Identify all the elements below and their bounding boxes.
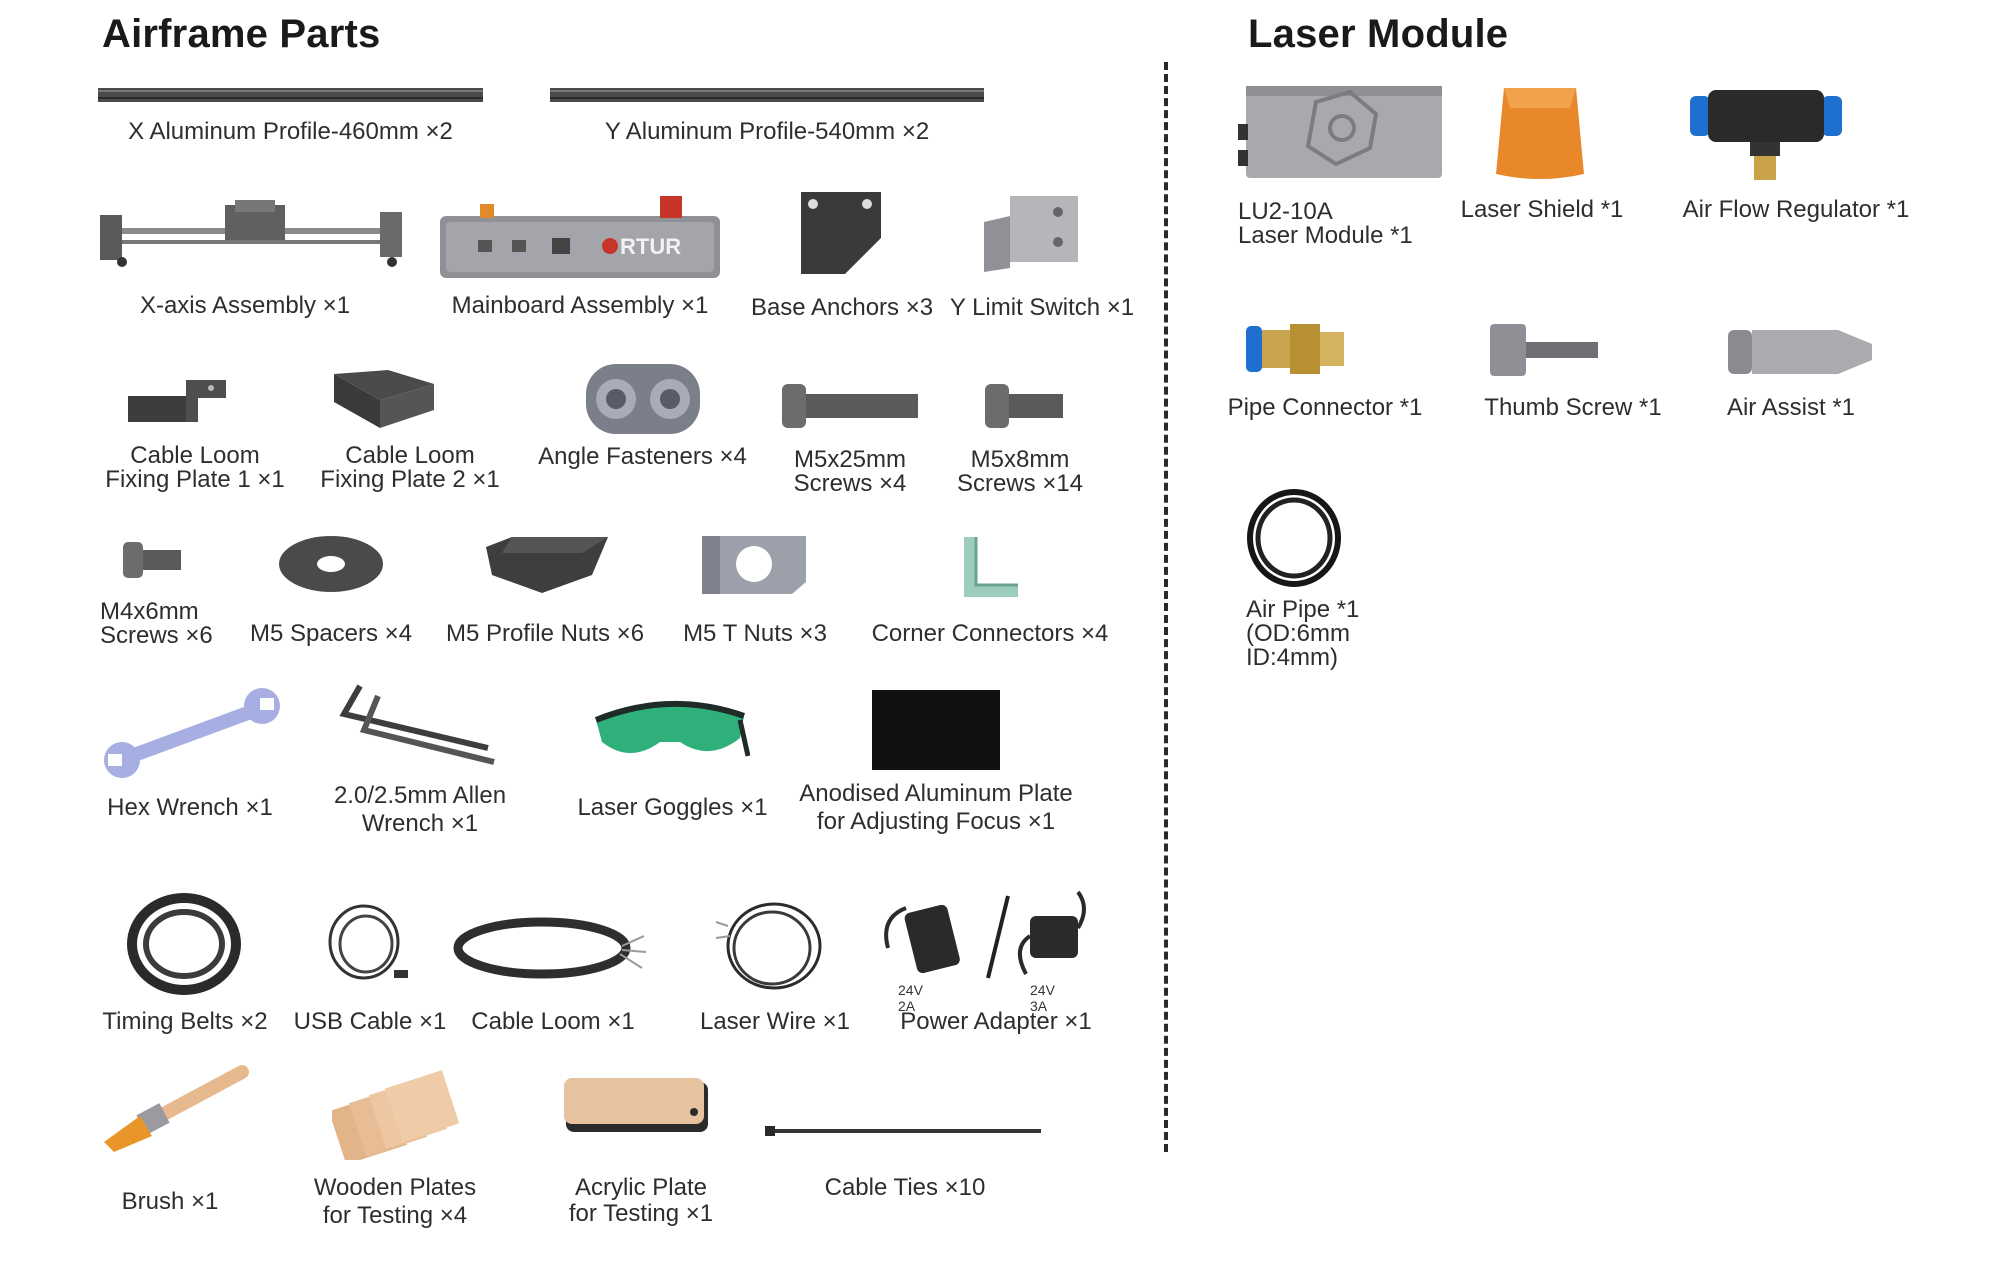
pipe-connector-image <box>1246 324 1344 374</box>
air-flow-regulator-image <box>1690 90 1842 180</box>
mainboard-image: RTUR <box>440 196 720 278</box>
usb-cable-label: USB Cable ×1 <box>293 1008 447 1035</box>
m5-profile-nut-image <box>486 537 608 593</box>
corner-connector-image <box>964 537 1018 597</box>
base-anchors-label: Base Anchors ×3 <box>750 294 934 321</box>
cable-loom-label: Cable Loom ×1 <box>471 1008 635 1035</box>
y-profile-label: Y Aluminum Profile-540mm ×2 <box>604 118 930 145</box>
laser-goggles-image <box>594 700 750 757</box>
cable-tie-image <box>765 1126 1041 1136</box>
mainboard-brand: RTUR <box>620 234 681 259</box>
plate-2-label-line2: Fixing Plate 2 ×1 <box>320 466 500 493</box>
acrylic-plate-image <box>564 1078 708 1132</box>
y-limit-switch-image <box>984 196 1078 272</box>
laser-module-label-line1: LU2-10A <box>1238 198 1333 225</box>
cable-loom-plate-2-image <box>334 370 434 428</box>
base-anchor-image <box>801 192 881 274</box>
pipe-connector-label: Pipe Connector *1 <box>1227 394 1423 421</box>
laser-wire-image <box>715 902 822 990</box>
air-flow-regulator-label: Air Flow Regulator *1 <box>1682 196 1910 223</box>
m5x8-label-line2: Screws ×14 <box>956 470 1084 497</box>
air-assist-image <box>1728 330 1872 374</box>
power-adapter-label: Power Adapter ×1 <box>900 1008 1092 1035</box>
acrylic-plate-label-line2: for Testing ×1 <box>568 1200 714 1227</box>
adapter-24v3a-label: 24V 3A <box>1030 982 1055 1014</box>
m5x25-screw-image <box>782 384 918 428</box>
cable-ties-label: Cable Ties ×10 <box>824 1174 986 1201</box>
m5x8-label-line1: M5x8mm <box>970 446 1070 473</box>
allen-wrench-image <box>339 684 495 765</box>
cable-loom-plate-1-image <box>128 380 226 422</box>
laser-goggles-label: Laser Goggles ×1 <box>577 794 768 821</box>
anodised-plate-label-line1: Anodised Aluminum Plate <box>799 780 1073 807</box>
m5-profile-nuts-label: M5 Profile Nuts ×6 <box>445 620 645 647</box>
m5-spacers-label: M5 Spacers ×4 <box>249 620 413 647</box>
cable-loom-image <box>453 917 647 979</box>
laser-shield-label: Laser Shield *1 <box>1460 196 1624 223</box>
power-adapter-image <box>884 890 1086 979</box>
wooden-plates-label-line2: for Testing ×4 <box>322 1202 468 1229</box>
wooden-plates-image <box>332 1070 460 1160</box>
allen-wrench-label-line1: 2.0/2.5mm Allen <box>333 782 507 809</box>
m5-t-nuts-label: M5 T Nuts ×3 <box>683 620 827 647</box>
angle-fastener-image <box>586 364 700 434</box>
m5x25-label-line1: M5x25mm <box>793 446 907 473</box>
laser-module-label-line2: Laser Module *1 <box>1238 222 1413 249</box>
hex-wrench-label: Hex Wrench ×1 <box>107 794 273 821</box>
m4x6-label-line2: Screws ×6 <box>100 622 213 649</box>
x-profile-image <box>98 88 483 102</box>
laser-module-image <box>1238 86 1442 178</box>
airframe-parts-title: Airframe Parts <box>102 12 381 56</box>
acrylic-plate-label-line1: Acrylic Plate <box>574 1174 708 1201</box>
thumb-screw-label: Thumb Screw *1 <box>1484 394 1662 421</box>
air-pipe-image <box>1247 489 1341 587</box>
air-pipe-label-line1: Air Pipe *1 <box>1246 596 1360 623</box>
allen-wrench-label-line2: Wrench ×1 <box>361 810 479 837</box>
thumb-screw-image <box>1490 324 1598 376</box>
m5-spacer-image <box>279 536 383 592</box>
x-axis-assembly-label: X-axis Assembly ×1 <box>139 292 351 319</box>
corner-connectors-label: Corner Connectors ×4 <box>871 620 1109 647</box>
laser-shield-image <box>1496 88 1584 179</box>
m4x6-screw-image <box>123 542 181 578</box>
air-pipe-label-line3: ID:4mm) <box>1246 644 1338 671</box>
hex-wrench-image <box>104 688 280 778</box>
plate-1-label-line2: Fixing Plate 1 ×1 <box>105 466 285 493</box>
laser-module-title: Laser Module <box>1248 12 1509 56</box>
m5-t-nut-image <box>702 536 806 594</box>
usb-cable-image <box>328 904 408 980</box>
timing-belt-image <box>127 893 241 995</box>
x-profile-label: X Aluminum Profile-460mm ×2 <box>128 118 453 145</box>
plate-2-label-line1: Cable Loom <box>345 442 475 469</box>
m5x8-screw-image <box>985 384 1063 428</box>
plate-1-label-line1: Cable Loom <box>130 442 260 469</box>
brush-label: Brush ×1 <box>121 1188 219 1215</box>
brush-image <box>104 1065 249 1152</box>
x-axis-assembly-image <box>100 200 402 267</box>
anodised-plate-image <box>872 690 1000 770</box>
laser-wire-label: Laser Wire ×1 <box>699 1008 851 1035</box>
air-assist-label: Air Assist *1 <box>1726 394 1856 421</box>
mainboard-label: Mainboard Assembly ×1 <box>451 292 709 319</box>
timing-belts-label: Timing Belts ×2 <box>102 1008 268 1035</box>
y-profile-image <box>550 88 984 102</box>
m5x25-label-line2: Screws ×4 <box>793 470 907 497</box>
anodised-plate-label-line2: for Adjusting Focus ×1 <box>816 808 1056 835</box>
m4x6-label-line1: M4x6mm <box>100 598 199 625</box>
y-limit-switch-label: Y Limit Switch ×1 <box>949 294 1135 321</box>
adapter-24v2a-label: 24V 2A <box>898 982 923 1014</box>
angle-fasteners-label: Angle Fasteners ×4 <box>538 443 747 470</box>
section-divider <box>1164 62 1168 1152</box>
wooden-plates-label-line1: Wooden Plates <box>313 1174 477 1201</box>
air-pipe-label-line2: (OD:6mm <box>1246 620 1350 647</box>
